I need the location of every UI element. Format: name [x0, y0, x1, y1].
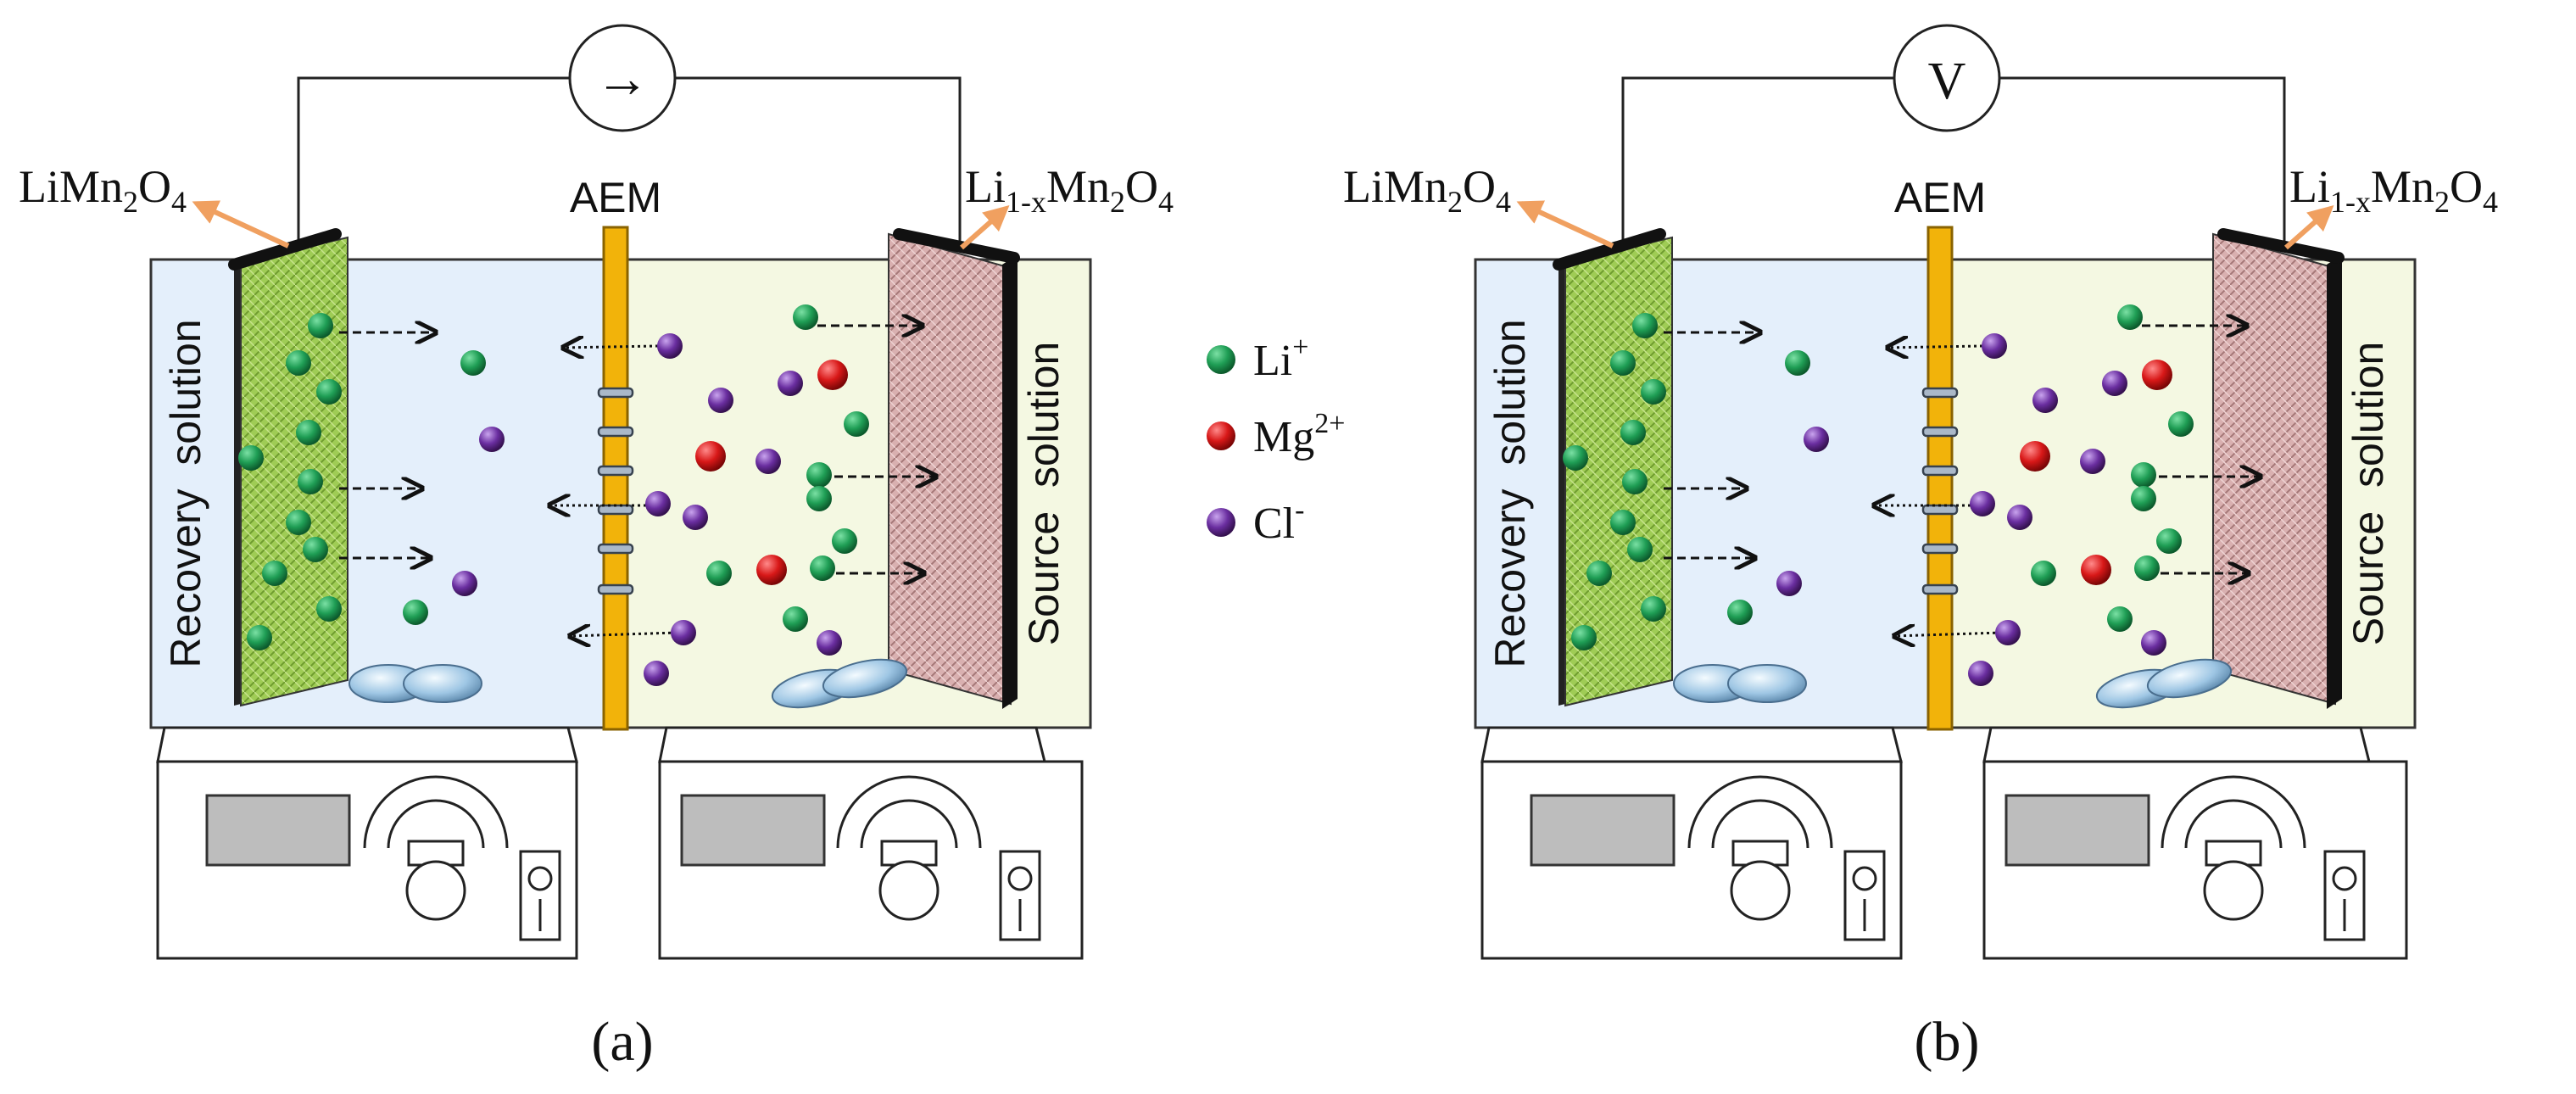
- mg-ion-swatch: [1207, 421, 1235, 450]
- panel-caption: (b): [1915, 1011, 1980, 1073]
- meter-symbol: V: [1928, 53, 1966, 110]
- ion-legend: Li+ Mg2+ Cl-: [1207, 332, 1345, 548]
- right-electrode-label: Li1-xMn2O4: [965, 161, 1174, 219]
- panel-a: → LiMn2O4 Li1-xMn2O4 AEM Recovery soluti…: [19, 25, 1174, 1073]
- membrane-label: AEM: [1894, 174, 1986, 221]
- source-solution-label: Source solution: [2345, 342, 2392, 646]
- left-electrode-label: LiMn2O4: [19, 161, 187, 219]
- recovery-solution-label: Recovery solution: [162, 319, 209, 667]
- recovery-solution-label: Recovery solution: [1486, 319, 1534, 667]
- membrane-label: AEM: [570, 174, 661, 221]
- panel-caption: (a): [591, 1011, 653, 1073]
- li-ion-swatch: [1207, 345, 1235, 374]
- meter-symbol: →: [595, 47, 650, 109]
- left-electrode-label: LiMn2O4: [1343, 161, 1511, 219]
- source-solution-label: Source solution: [1020, 342, 1068, 646]
- right-electrode-label: Li1-xMn2O4: [2289, 161, 2498, 219]
- cl-ion-swatch: [1207, 508, 1235, 537]
- legend-label-mg: Mg2+: [1253, 408, 1345, 461]
- legend-label-cl: Cl-: [1253, 494, 1304, 548]
- legend-item-cl: Cl-: [1207, 494, 1304, 548]
- legend-label-li: Li+: [1253, 332, 1308, 385]
- panel-b: V LiMn2O4 Li1-xMn2O4 AEM Recovery soluti…: [1343, 25, 2498, 1073]
- legend-item-mg: Mg2+: [1207, 408, 1345, 461]
- legend-item-li: Li+: [1207, 332, 1308, 385]
